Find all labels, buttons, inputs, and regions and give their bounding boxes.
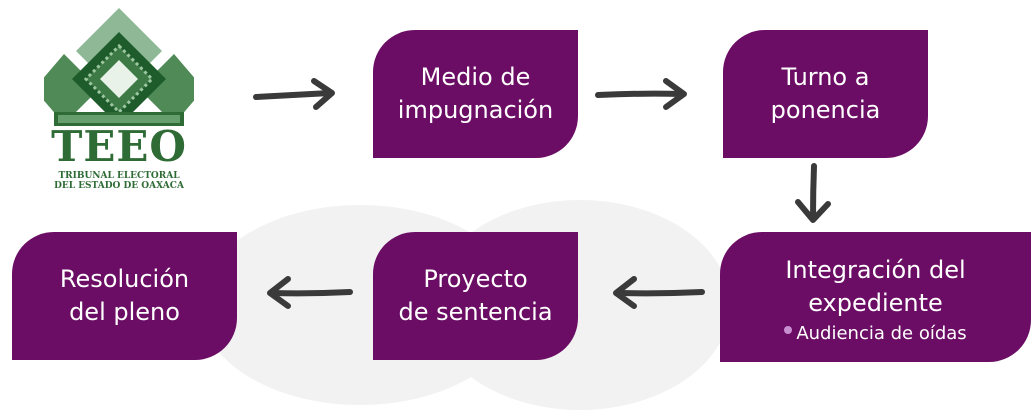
step-proyecto-de-sentencia: Proyecto de sentencia: [373, 232, 578, 360]
step-bullet-item: Audiencia de oídas: [784, 322, 967, 346]
step-label-line2: ponencia: [770, 96, 881, 124]
arrow-right-icon: [253, 78, 335, 110]
arrow-down-icon: [795, 163, 831, 223]
logo-subtitle-line1: TRIBUNAL ELECTORAL: [58, 171, 180, 181]
step-label-line1: Resolución: [59, 265, 190, 293]
step-label-line1: Proyecto: [423, 265, 528, 293]
step-label-line1: Turno a: [781, 63, 870, 91]
teeo-logo: [44, 8, 194, 126]
arrow-left-icon: [613, 276, 705, 309]
logo-subtitle-line2: DEL ESTADO DE OAXACA: [54, 181, 184, 191]
step-resolucion-del-pleno: Resolución del pleno: [12, 232, 237, 360]
step-label-line1: Integración del: [785, 256, 966, 284]
bullet-text: Audiencia de oídas: [796, 323, 967, 344]
logo-name: TEEO: [51, 122, 187, 171]
arrow-left-icon: [267, 276, 353, 309]
step-label-line2: impugnación: [397, 96, 554, 124]
bullet-icon: [784, 326, 793, 334]
step-turno-a-ponencia: Turno a ponencia: [723, 30, 928, 158]
step-medio-de-impugnacion: Medio de impugnación: [373, 30, 578, 158]
arrow-right-icon: [595, 78, 687, 110]
step-label-line2: del pleno: [69, 298, 180, 326]
step-label-line2: de sentencia: [398, 298, 553, 326]
step-label-line1: Medio de: [420, 63, 531, 91]
step-integracion-del-expediente: Integración del expediente Audiencia de …: [720, 232, 1031, 362]
step-label-line2: expediente: [808, 289, 943, 317]
